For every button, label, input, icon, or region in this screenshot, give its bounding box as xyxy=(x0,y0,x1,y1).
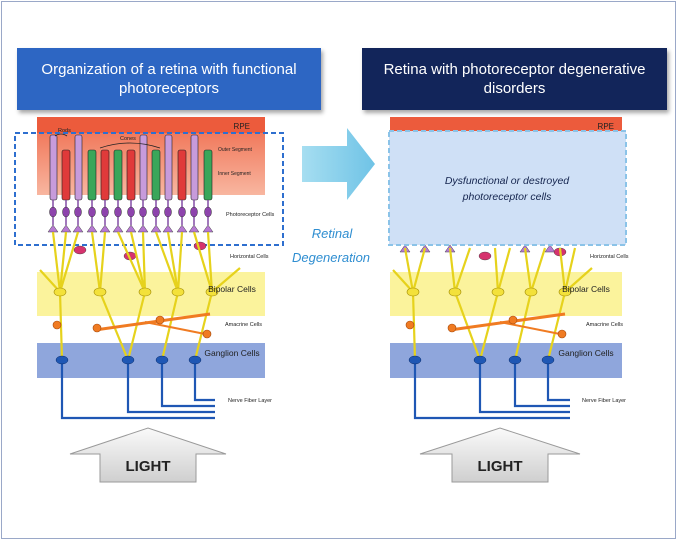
amacrine-label: Amacrine Cells xyxy=(225,322,262,328)
photoreceptor-cells xyxy=(47,133,214,233)
bipolar-label: Bipolar Cells xyxy=(208,284,256,294)
bipolar-cells-right xyxy=(406,287,572,297)
amacrine-cells-right xyxy=(405,312,567,339)
amacrine-label-right: Amacrine Cells xyxy=(586,322,623,328)
nerve-fiber-label-right: Nerve Fiber Layer xyxy=(582,398,626,404)
degeneration-arrow: Retinal Degeneration xyxy=(292,128,375,265)
ganglion-label-right: Ganglion Cells xyxy=(558,348,613,358)
horizontal-label-right: Horizontal Cells xyxy=(590,254,629,260)
horizontal-label: Horizontal Cells xyxy=(230,254,269,260)
light-label: LIGHT xyxy=(126,458,171,475)
inner-segment-label: Inner Segment xyxy=(218,171,251,177)
dysfunction-region xyxy=(388,130,627,246)
light-arrow: LIGHT xyxy=(69,427,227,483)
rpe-label: RPE xyxy=(234,122,250,131)
rpe-top-band xyxy=(37,117,265,133)
dysfunction-text-line1: Dysfunctional or destroyed xyxy=(445,175,570,187)
rpe-label-right: RPE xyxy=(598,122,614,131)
light-arrow-right: LIGHT xyxy=(419,427,581,483)
ganglion-cells-right xyxy=(408,355,555,365)
ganglion-band-right xyxy=(390,343,622,378)
amacrine-cells xyxy=(52,312,212,339)
dysfunction-text-line2: photoreceptor cells xyxy=(462,191,552,203)
neuron-connections xyxy=(39,231,241,361)
photoreceptor-label: Photoreceptor Cells xyxy=(226,212,275,218)
bipolar-band-right xyxy=(390,272,622,316)
right-retina: RPE xyxy=(388,117,629,483)
nerve-fibers xyxy=(60,360,215,420)
bipolar-band xyxy=(37,272,265,316)
ganglion-cells xyxy=(55,355,202,365)
bipolar-cells xyxy=(53,287,219,297)
degeneration-label-line1: Retinal xyxy=(312,226,354,241)
photoreceptor-region-outline xyxy=(14,132,284,246)
left-retina: RPE xyxy=(14,117,284,483)
left-panel-title: Organization of a retina with functional… xyxy=(17,48,321,110)
ganglion-band xyxy=(37,343,265,378)
outer-segment-label: Outer Segment xyxy=(218,147,253,153)
nerve-fiber-label: Nerve Fiber Layer xyxy=(228,398,272,404)
light-label-right: LIGHT xyxy=(478,458,523,475)
rods-label: Rods xyxy=(58,128,71,134)
cones-label: Cones xyxy=(120,136,136,142)
ganglion-label: Ganglion Cells xyxy=(204,348,259,358)
degeneration-label-line2: Degeneration xyxy=(292,250,370,265)
bipolar-label-right: Bipolar Cells xyxy=(562,284,610,294)
right-panel-title: Retina with photoreceptor degenerative d… xyxy=(362,48,667,110)
nerve-fibers-right xyxy=(413,360,570,420)
